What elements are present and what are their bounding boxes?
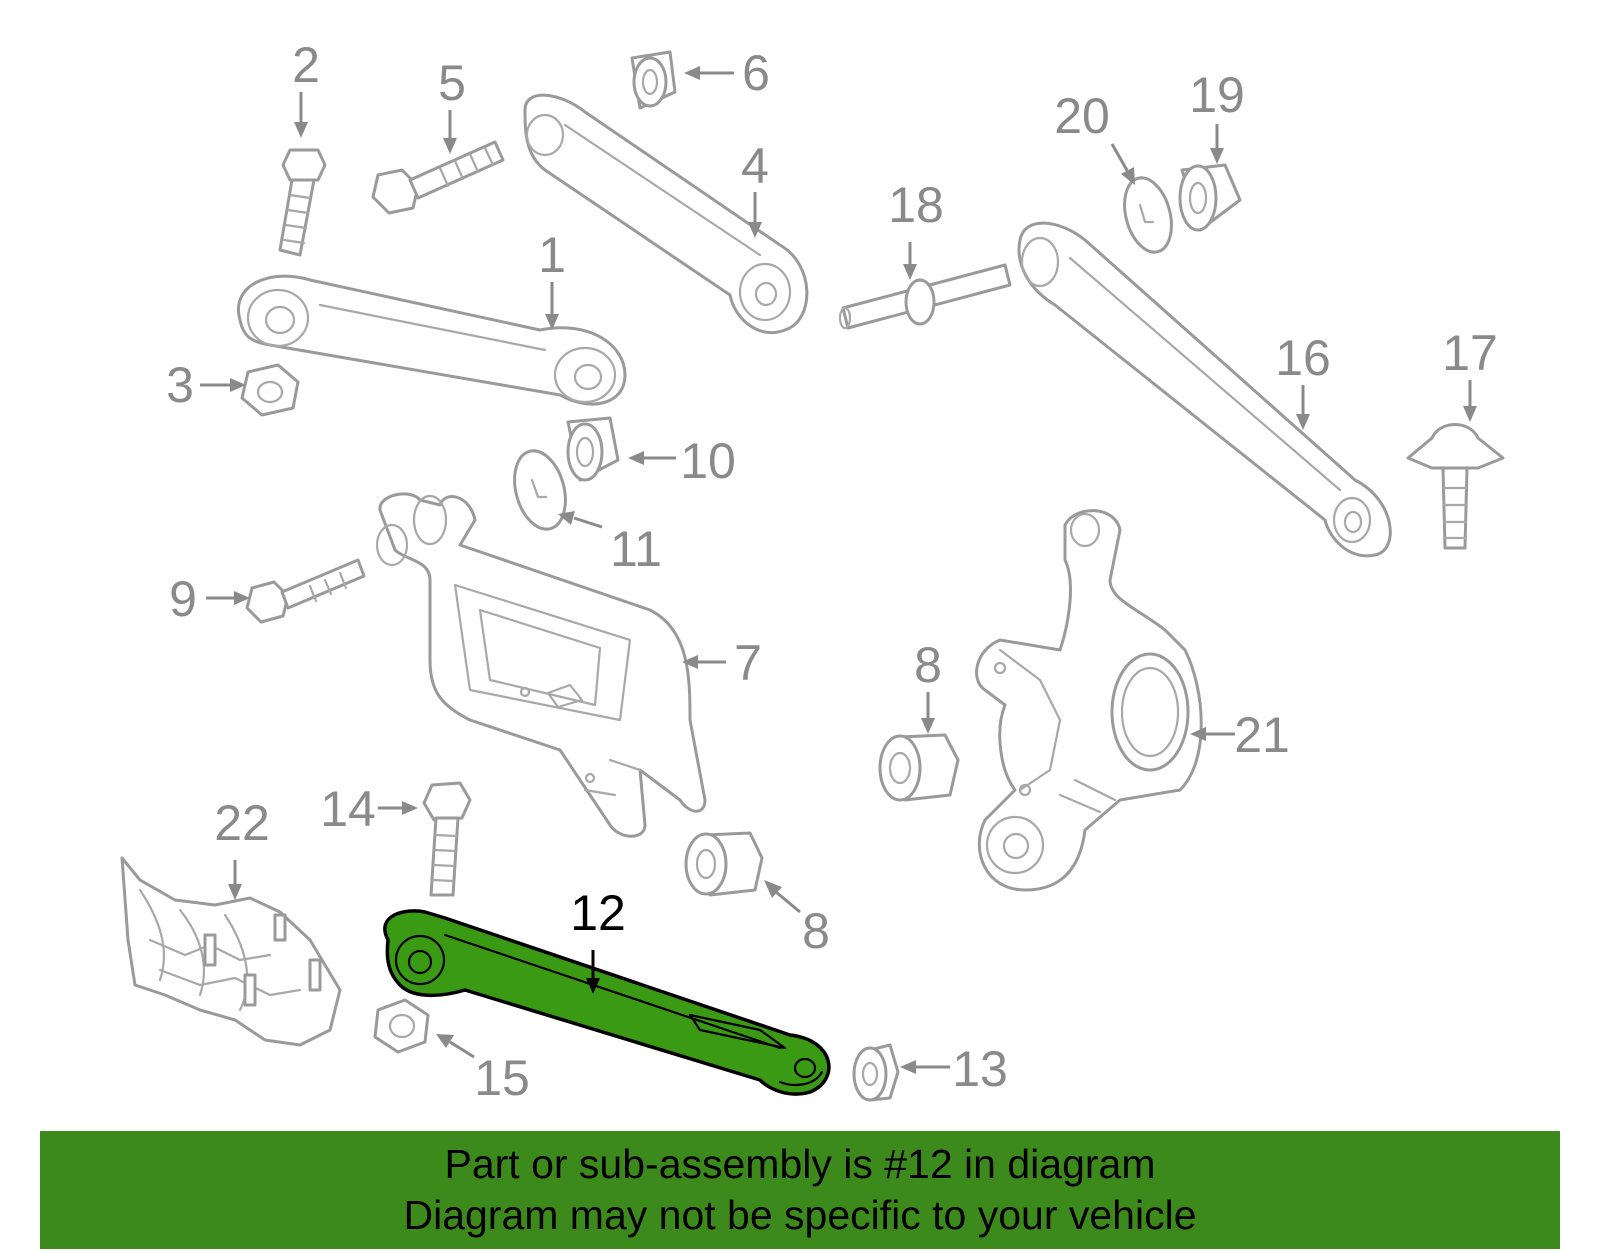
callout-1: 1 bbox=[538, 227, 566, 283]
callout-17: 17 bbox=[1442, 325, 1498, 381]
part-1-control-arm[interactable] bbox=[237, 274, 627, 406]
callout-arrows bbox=[200, 66, 1477, 1074]
callout-20: 20 bbox=[1054, 88, 1110, 144]
callout-19: 19 bbox=[1189, 67, 1245, 123]
part-8-bushing-lower[interactable] bbox=[684, 831, 764, 897]
part-4-control-arm[interactable] bbox=[523, 93, 809, 335]
callout-9: 9 bbox=[169, 571, 197, 627]
part-12-trailing-link[interactable] bbox=[383, 909, 831, 1096]
part-6-bushing[interactable] bbox=[630, 50, 677, 110]
callout-12: 12 bbox=[570, 885, 626, 941]
part-22-heat-shield[interactable] bbox=[120, 856, 342, 1047]
callout-21: 21 bbox=[1234, 707, 1290, 763]
banner-line-2: Diagram may not be specific to your vehi… bbox=[403, 1192, 1197, 1238]
part-10-bushing[interactable] bbox=[566, 416, 620, 482]
callout-arrow-12 bbox=[586, 950, 600, 994]
callout-15: 15 bbox=[474, 1050, 530, 1106]
info-banner: Part or sub-assembly is #12 in diagram D… bbox=[40, 1131, 1560, 1249]
part-19-bushing[interactable] bbox=[1178, 163, 1242, 232]
part-5-bolt[interactable] bbox=[371, 140, 505, 215]
callout-7: 7 bbox=[734, 635, 762, 691]
callout-3: 3 bbox=[166, 357, 194, 413]
callout-16: 16 bbox=[1275, 330, 1331, 386]
part-2-bolt[interactable] bbox=[278, 148, 327, 257]
banner-line-1: Part or sub-assembly is #12 in diagram bbox=[444, 1141, 1156, 1187]
part-16-control-arm[interactable] bbox=[1017, 221, 1392, 558]
part-15-nut[interactable] bbox=[373, 998, 430, 1054]
callout-labels: 1 2 3 4 5 6 7 8 8 9 10 11 12 13 14 15 16… bbox=[166, 37, 1498, 1106]
callout-11: 11 bbox=[610, 521, 662, 577]
callout-2: 2 bbox=[292, 37, 320, 93]
part-20-washer[interactable] bbox=[1117, 173, 1179, 258]
part-3-nut[interactable] bbox=[240, 363, 300, 417]
callout-5: 5 bbox=[438, 55, 466, 111]
callout-8-upper: 8 bbox=[914, 637, 942, 693]
part-9-bolt[interactable] bbox=[245, 558, 366, 624]
part-18-pin[interactable] bbox=[838, 263, 1012, 330]
part-13-bushing[interactable] bbox=[852, 1043, 900, 1102]
part-14-bolt[interactable] bbox=[422, 781, 472, 897]
callout-6: 6 bbox=[742, 45, 770, 101]
callout-10: 10 bbox=[680, 433, 736, 489]
callout-18: 18 bbox=[888, 177, 944, 233]
part-11-washer[interactable] bbox=[506, 445, 573, 535]
callout-13: 13 bbox=[952, 1041, 1008, 1097]
part-8-bushing-upper[interactable] bbox=[878, 733, 960, 802]
callout-4: 4 bbox=[741, 138, 769, 194]
part-21-knuckle[interactable] bbox=[975, 509, 1203, 892]
callout-14: 14 bbox=[320, 781, 376, 837]
callout-8-lower: 8 bbox=[802, 903, 830, 959]
part-7-lower-arm[interactable] bbox=[375, 492, 707, 838]
part-17-bolt[interactable] bbox=[1406, 423, 1505, 550]
callout-22: 22 bbox=[214, 795, 270, 851]
